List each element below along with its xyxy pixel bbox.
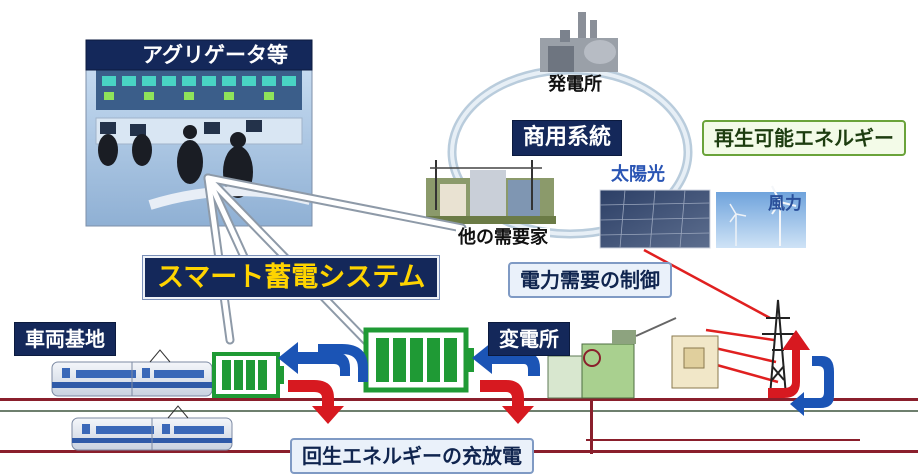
regenerative-energy-label: 回生エネルギーの充放電 bbox=[290, 438, 534, 474]
solar-label: 太陽光 bbox=[611, 164, 665, 185]
train-upper bbox=[51, 349, 213, 397]
demand-control-label: 電力需要の制御 bbox=[508, 262, 672, 298]
substation-icon bbox=[547, 317, 719, 399]
pylon-icon bbox=[762, 299, 794, 397]
other-consumers-label: 他の需要家 bbox=[456, 227, 550, 248]
renewable-energy-label: 再生可能エネルギー bbox=[702, 120, 906, 156]
battery-small-icon bbox=[212, 352, 284, 398]
wind-turbine-image bbox=[716, 185, 806, 248]
power-plant-icon bbox=[540, 12, 618, 72]
battery-large-icon bbox=[363, 327, 474, 393]
substation-label: 変電所 bbox=[488, 322, 570, 356]
smart-storage-system-label: スマート蓄電システム bbox=[143, 256, 440, 299]
solar-panel-image bbox=[599, 189, 711, 249]
commercial-grid-label: 商用系統 bbox=[512, 120, 623, 156]
aggregator-label: アグリゲータ等 bbox=[142, 43, 288, 67]
control-room-image bbox=[85, 39, 313, 227]
wind-label: 風力 bbox=[768, 194, 802, 214]
vehicle-depot-label: 車両基地 bbox=[14, 322, 116, 356]
power-plant-label: 発電所 bbox=[548, 74, 602, 95]
train-lower bbox=[71, 405, 233, 451]
buildings-icon bbox=[426, 160, 556, 224]
aggregator-title-bar bbox=[85, 39, 313, 71]
